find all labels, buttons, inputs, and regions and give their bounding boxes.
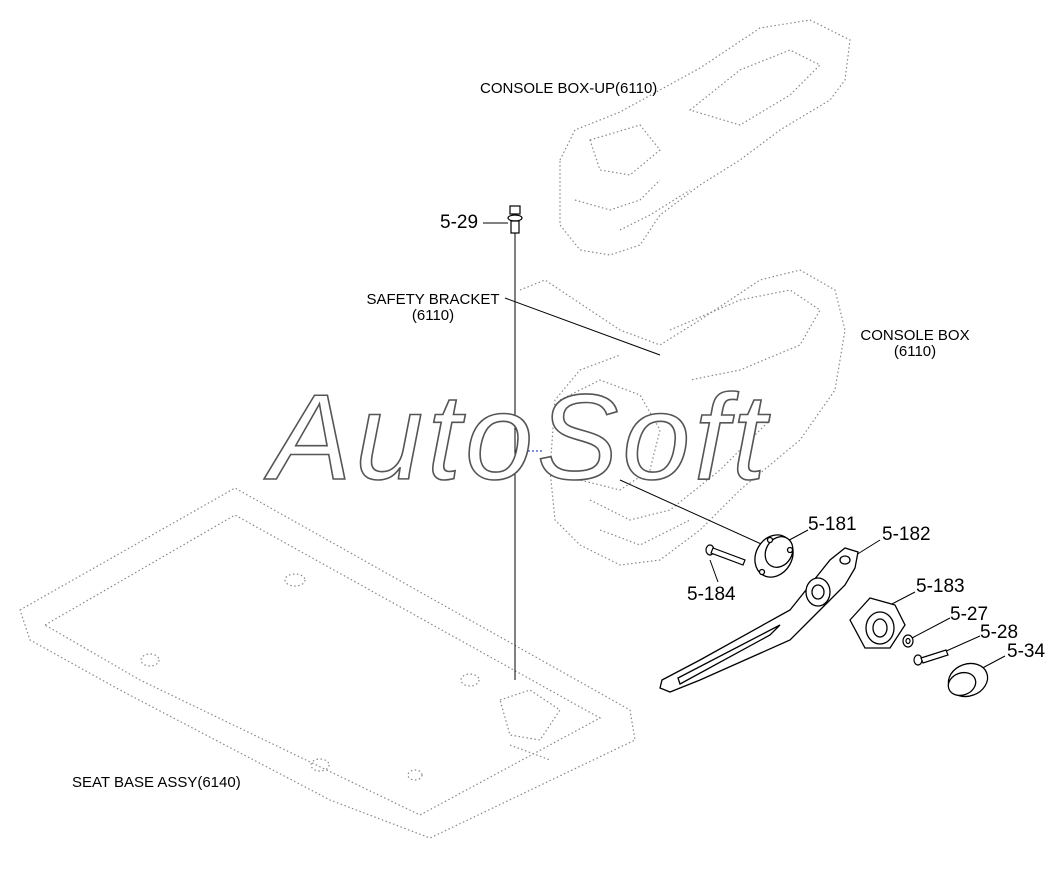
knob-5-183 [849,597,906,649]
seat-base-outline [19,487,636,839]
console-box-name: CONSOLE BOX [860,327,970,344]
part-number-5-181[interactable]: 5-181 [808,514,857,535]
safety-bracket-code: (6110) [411,307,455,324]
ring-5-181 [754,534,794,578]
console-box-up-label: CONSOLE BOX-UP(6110) [480,80,658,97]
part-number-5-183[interactable]: 5-183 [916,576,965,597]
part-number-5-182[interactable]: 5-182 [882,524,931,545]
screw-5-28 [913,649,949,666]
console-box-code: (6110) [893,343,937,360]
part-number-5-184[interactable]: 5-184 [687,584,736,605]
cap-5-34 [947,662,989,698]
washer-5-27 [902,634,914,648]
bolt-5-29 [507,205,523,234]
watermark-text: AutoSoft [269,369,770,505]
console-box-outline [519,269,846,566]
part-number-5-27[interactable]: 5-27 [950,604,989,625]
part-number-5-29[interactable]: 5-29 [440,212,479,233]
handle-5-182 [659,547,859,693]
part-number-5-34[interactable]: 5-34 [1007,641,1046,662]
part-number-5-28[interactable]: 5-28 [980,622,1019,643]
console-box-up-outline [559,19,851,256]
screw-5-184 [705,544,746,566]
console-box-label: CONSOLE BOX (6110) [850,328,980,360]
seat-base-label: SEAT BASE ASSY(6140) [72,774,241,791]
safety-bracket-label: SAFETY BRACKET (6110) [358,292,508,324]
safety-bracket-name: SAFETY BRACKET [366,291,500,308]
